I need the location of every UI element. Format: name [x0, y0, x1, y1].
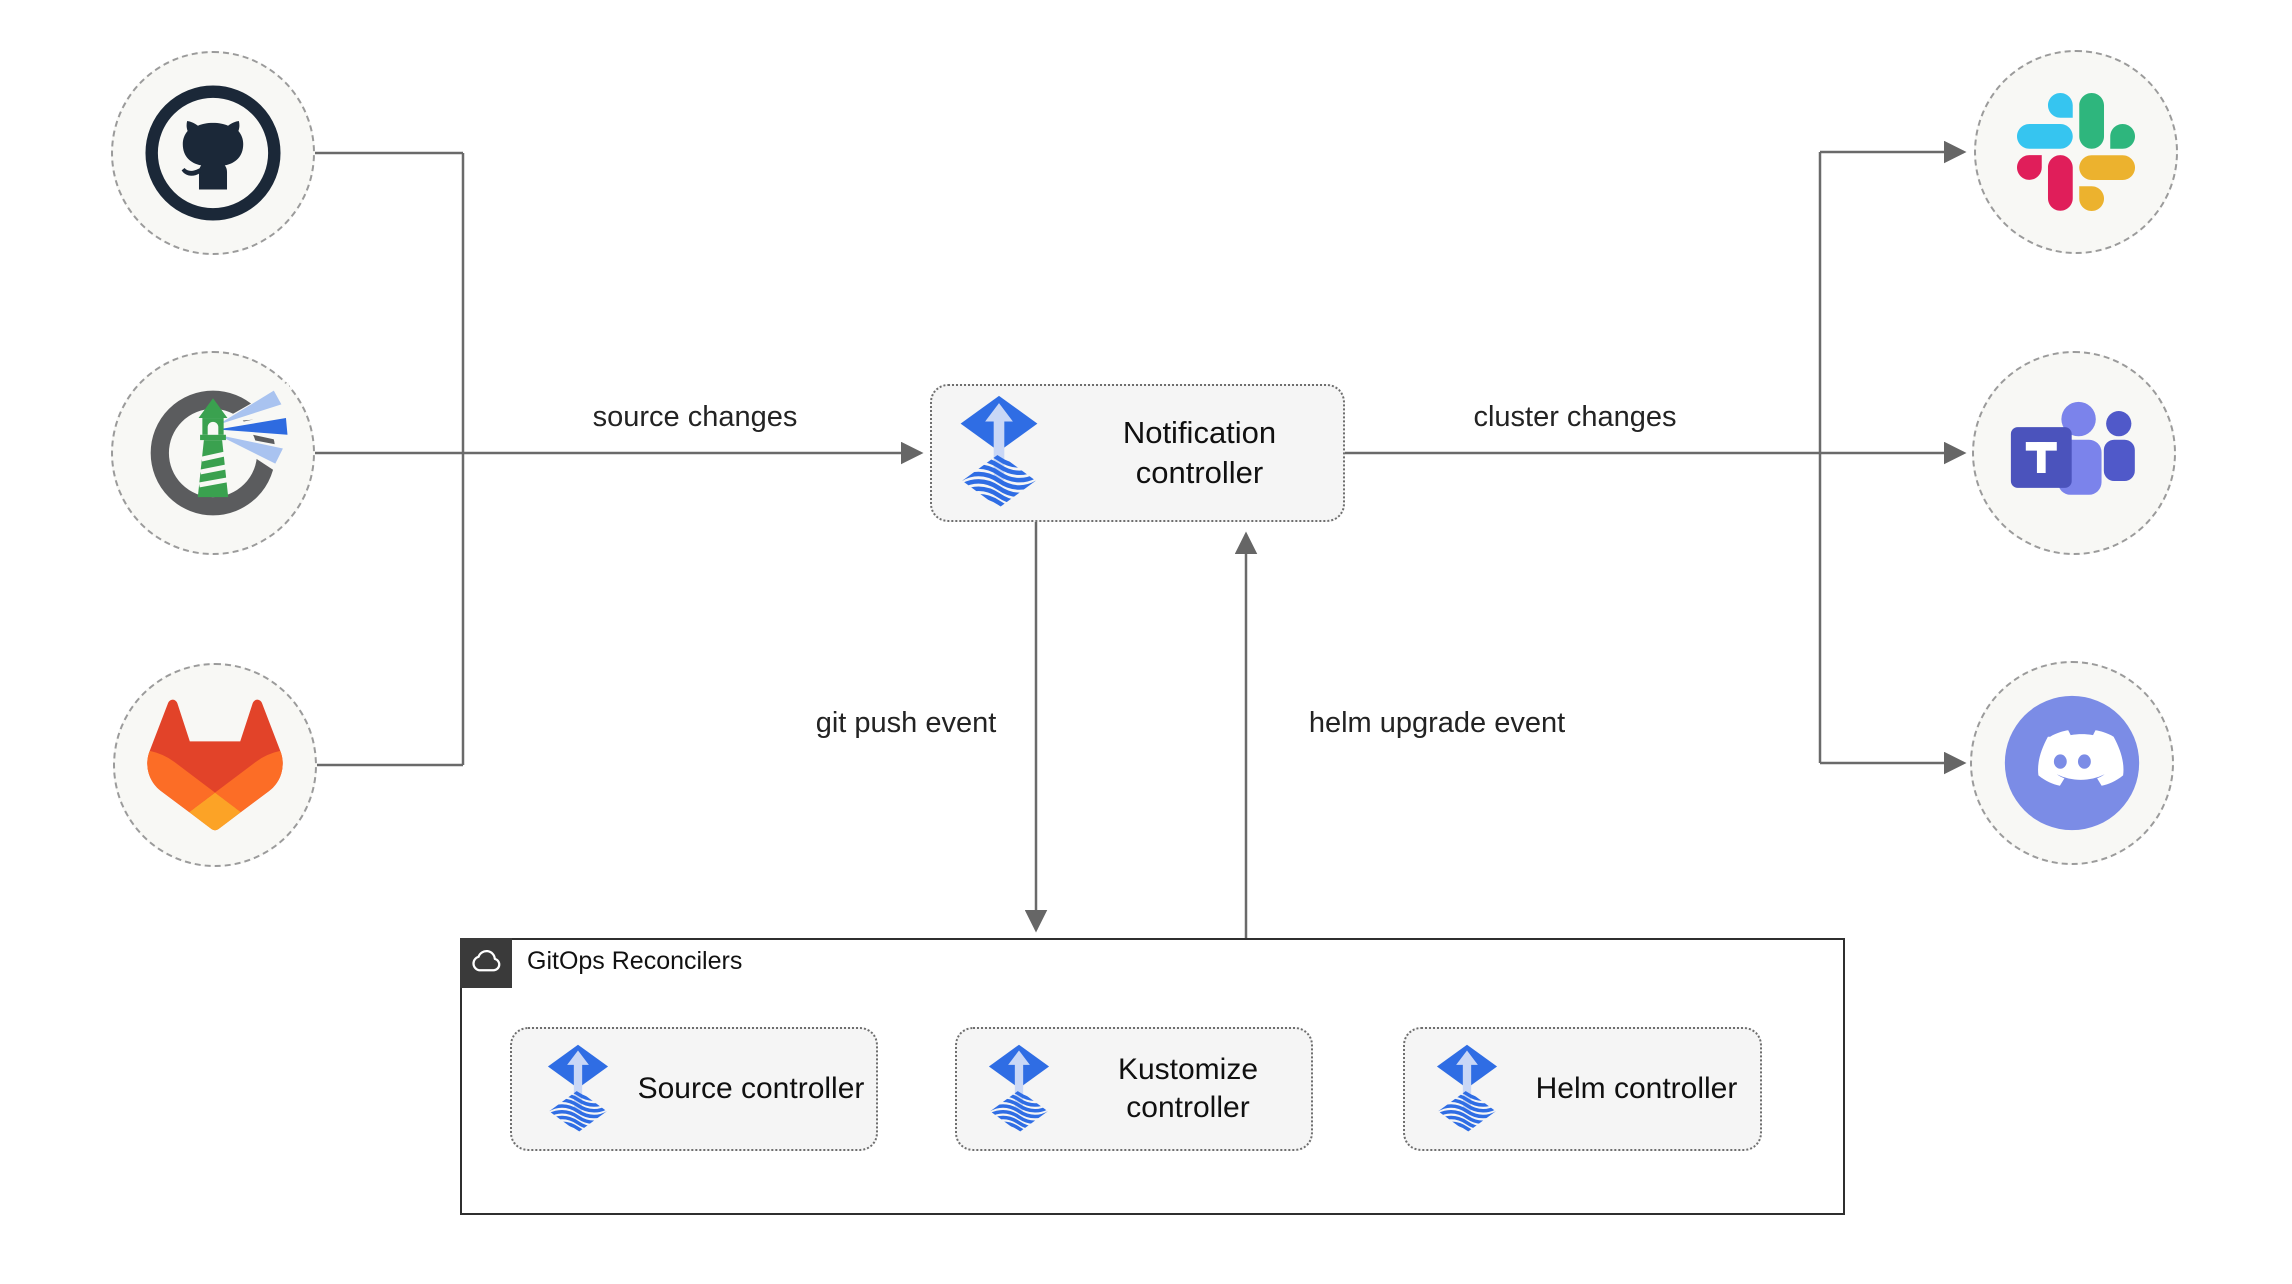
edge-label-helm-upgrade-event: helm upgrade event — [1308, 707, 1566, 739]
kustomize-controller-box: Kustomize controller — [955, 1027, 1313, 1151]
node-discord — [1970, 661, 2174, 865]
flux-icon — [987, 1044, 1051, 1135]
helm-controller-box: Helm controller — [1403, 1027, 1762, 1151]
edge-label-cluster-changes: cluster changes — [1473, 401, 1677, 433]
node-harbor — [111, 351, 315, 555]
flux-icon — [1435, 1044, 1499, 1135]
node-github — [111, 51, 315, 255]
slack-icon — [2017, 93, 2135, 211]
notification-controller-label: Notification controller — [1122, 415, 1277, 490]
discord-icon — [2004, 695, 2140, 831]
harbor-icon — [150, 381, 289, 516]
node-slack — [1974, 50, 2178, 254]
edge-label-git-push-event: git push event — [815, 707, 997, 739]
node-teams — [1972, 351, 2176, 555]
source-controller-label: Source controller — [637, 1071, 865, 1105]
gitlab-icon — [147, 699, 283, 831]
github-icon — [145, 85, 281, 221]
cloud-icon — [472, 950, 501, 972]
edge-label-source-changes: source changes — [592, 401, 798, 433]
source-controller-box: Source controller — [510, 1027, 878, 1151]
kustomize-controller-label: Kustomize controller — [1117, 1052, 1259, 1124]
node-gitlab — [113, 663, 317, 867]
flux-icon — [546, 1044, 610, 1135]
gitops-reconcilers-label: GitOps Reconcilers — [527, 947, 743, 975]
helm-controller-label: Helm controller — [1535, 1071, 1738, 1105]
flux-icon — [958, 395, 1040, 511]
teams-icon — [2010, 401, 2135, 495]
notification-controller-box: Notification controller — [930, 384, 1345, 522]
gitops-reconcilers-badge — [460, 938, 512, 988]
